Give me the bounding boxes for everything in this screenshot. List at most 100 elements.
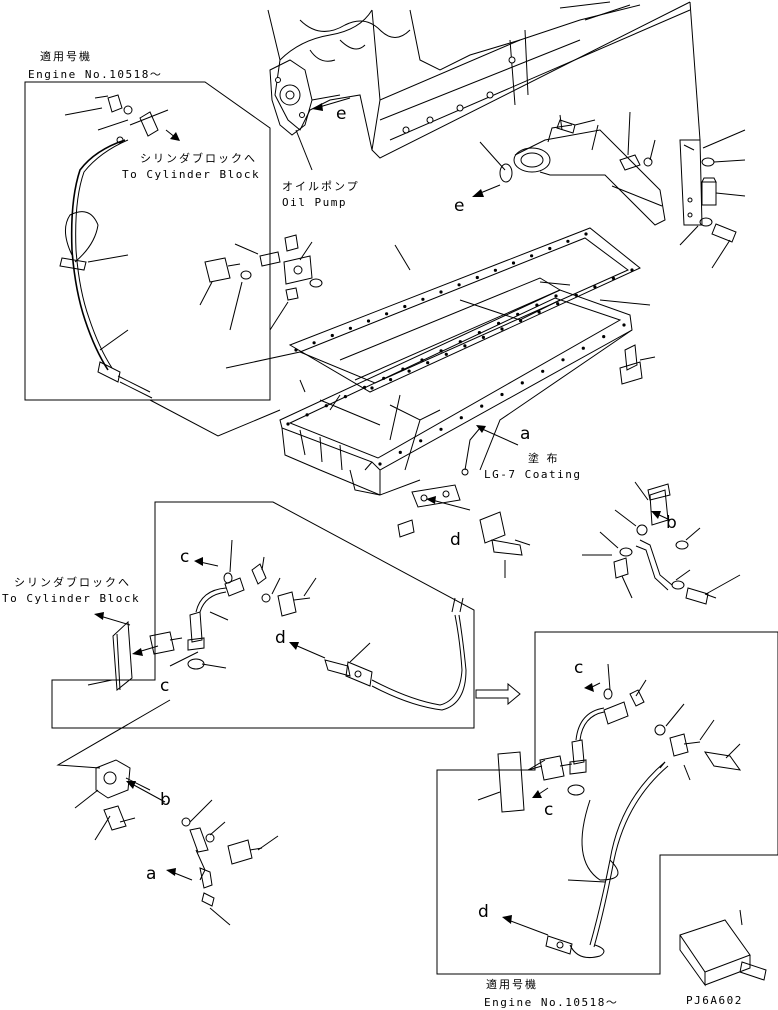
- bolt-hole: [500, 392, 504, 397]
- top-left-detail-frame: [25, 82, 270, 400]
- to-cylinder-block-en-mid: To Cylinder Block: [2, 592, 141, 605]
- bolt-hole: [407, 369, 411, 373]
- bolt-hole: [401, 367, 405, 371]
- gauge-plate-bottom: [498, 752, 584, 812]
- engine-block: [268, 2, 700, 158]
- bolt-hole: [574, 293, 578, 297]
- oil-pump: [270, 60, 340, 170]
- pump-cover-parts: [205, 235, 322, 300]
- callout-d-bottom: d: [478, 902, 489, 922]
- bolt-hole: [611, 276, 616, 280]
- bolt-hole: [420, 358, 424, 362]
- bolt-hole: [537, 310, 541, 314]
- lower-left-assembly: [96, 760, 262, 906]
- to-cylinder-block-en-top: To Cylinder Block: [122, 168, 261, 181]
- bolt-hole: [584, 232, 588, 236]
- bolt-hole: [382, 376, 386, 380]
- bolt-hole: [439, 349, 443, 353]
- bolt-hole: [324, 404, 328, 408]
- bolt-hole: [630, 268, 634, 272]
- bolt-hole: [389, 378, 393, 382]
- bolt-hole: [294, 348, 298, 352]
- bolt-hole: [459, 416, 463, 420]
- bolt-hole: [419, 439, 423, 443]
- callout-c-bottom-top: c: [574, 658, 584, 678]
- callout-a-coating: a: [520, 424, 531, 444]
- sensor-unit-bottom-right: [680, 910, 766, 985]
- bolt-hole: [554, 294, 558, 298]
- callout-b-clamp: b: [666, 513, 677, 533]
- bolt-hole: [530, 254, 534, 258]
- callout-a-lower: a: [146, 864, 157, 884]
- bolt-hole: [519, 319, 523, 323]
- applicable-machines-label-bottom: 適用号機: [486, 978, 538, 991]
- engine-number-label-top: Engine No.10518～: [28, 68, 163, 81]
- coating-en-label: LG-7 Coating: [484, 468, 582, 481]
- bolt-hole: [566, 239, 570, 243]
- bolt-hole: [511, 261, 516, 265]
- bolt-hole: [363, 385, 367, 389]
- engine-number-label-bottom: Engine No.10518～: [484, 996, 619, 1009]
- bolt-hole: [602, 335, 606, 339]
- bolt-hole: [541, 369, 545, 373]
- bolt-hole: [398, 450, 402, 454]
- bolt-hole: [366, 319, 371, 323]
- bolt-hole: [312, 341, 316, 345]
- bolt-hole: [444, 352, 448, 356]
- oil-pan-gasket: [290, 228, 640, 392]
- bolt-hole: [370, 386, 374, 390]
- drawing-code: PJ6A602: [686, 994, 743, 1007]
- bolt-hole: [561, 358, 565, 362]
- oil-pan-body: [280, 290, 632, 495]
- callout-e-suction: e: [454, 196, 465, 216]
- callout-c-mid-bottom: c: [160, 676, 170, 696]
- pipe-bracket: [680, 140, 736, 242]
- bolt-hole: [493, 268, 497, 272]
- sensor-mount-bracket: [412, 485, 530, 555]
- bolt-hole: [385, 312, 389, 316]
- bolt-hole: [348, 326, 352, 330]
- mid-detail-frame: [52, 502, 474, 728]
- callout-d-mid: d: [275, 628, 286, 648]
- bolt-hole: [426, 361, 430, 365]
- bolt-hole: [535, 303, 539, 307]
- level-sensor-mid: [188, 564, 466, 710]
- bolt-hole: [458, 340, 462, 344]
- bolt-hole: [481, 335, 485, 339]
- callout-c-mid-top: c: [180, 547, 190, 567]
- bolt-hole: [548, 246, 552, 251]
- callout-d-bracket: d: [450, 530, 461, 550]
- bolt-hole: [343, 395, 347, 399]
- bolt-hole: [497, 321, 501, 325]
- pipe-clamp-assembly: [614, 484, 716, 604]
- oil-pump-jp-label: オイルポンプ: [282, 180, 360, 193]
- to-cylinder-block-jp-mid: シリンダブロックへ: [14, 576, 131, 589]
- bolt-hole: [286, 422, 290, 426]
- bolt-hole: [480, 404, 484, 408]
- bolt-hole: [622, 323, 626, 327]
- bolt-hole: [475, 275, 479, 280]
- bolt-hole: [439, 290, 443, 294]
- coating-jp-label: 塗 布: [528, 452, 560, 465]
- bolt-hole: [500, 327, 504, 331]
- bolt-hole: [457, 283, 461, 287]
- bolt-hole: [305, 413, 309, 417]
- bolt-hole: [463, 344, 467, 348]
- bolt-hole: [403, 304, 407, 309]
- bolt-hole: [378, 462, 382, 466]
- bolt-hole: [516, 312, 520, 316]
- bolt-hole: [520, 381, 524, 385]
- dipstick-gauge-top: [60, 95, 180, 398]
- bolt-hole: [581, 346, 585, 350]
- oil-pump-en-label: Oil Pump: [282, 196, 347, 209]
- callout-c-bottom-plate: c: [544, 800, 554, 820]
- bolt-hole: [556, 302, 560, 306]
- bolt-hole: [330, 333, 334, 338]
- bolt-hole: [439, 427, 443, 431]
- to-cylinder-block-jp-top: シリンダブロックへ: [140, 152, 257, 165]
- bolt-hole: [421, 297, 425, 301]
- pan-bolt-holes: [286, 232, 634, 466]
- suction-pipe: [500, 120, 665, 225]
- applicable-machines-label-top: 適用号機: [40, 50, 92, 63]
